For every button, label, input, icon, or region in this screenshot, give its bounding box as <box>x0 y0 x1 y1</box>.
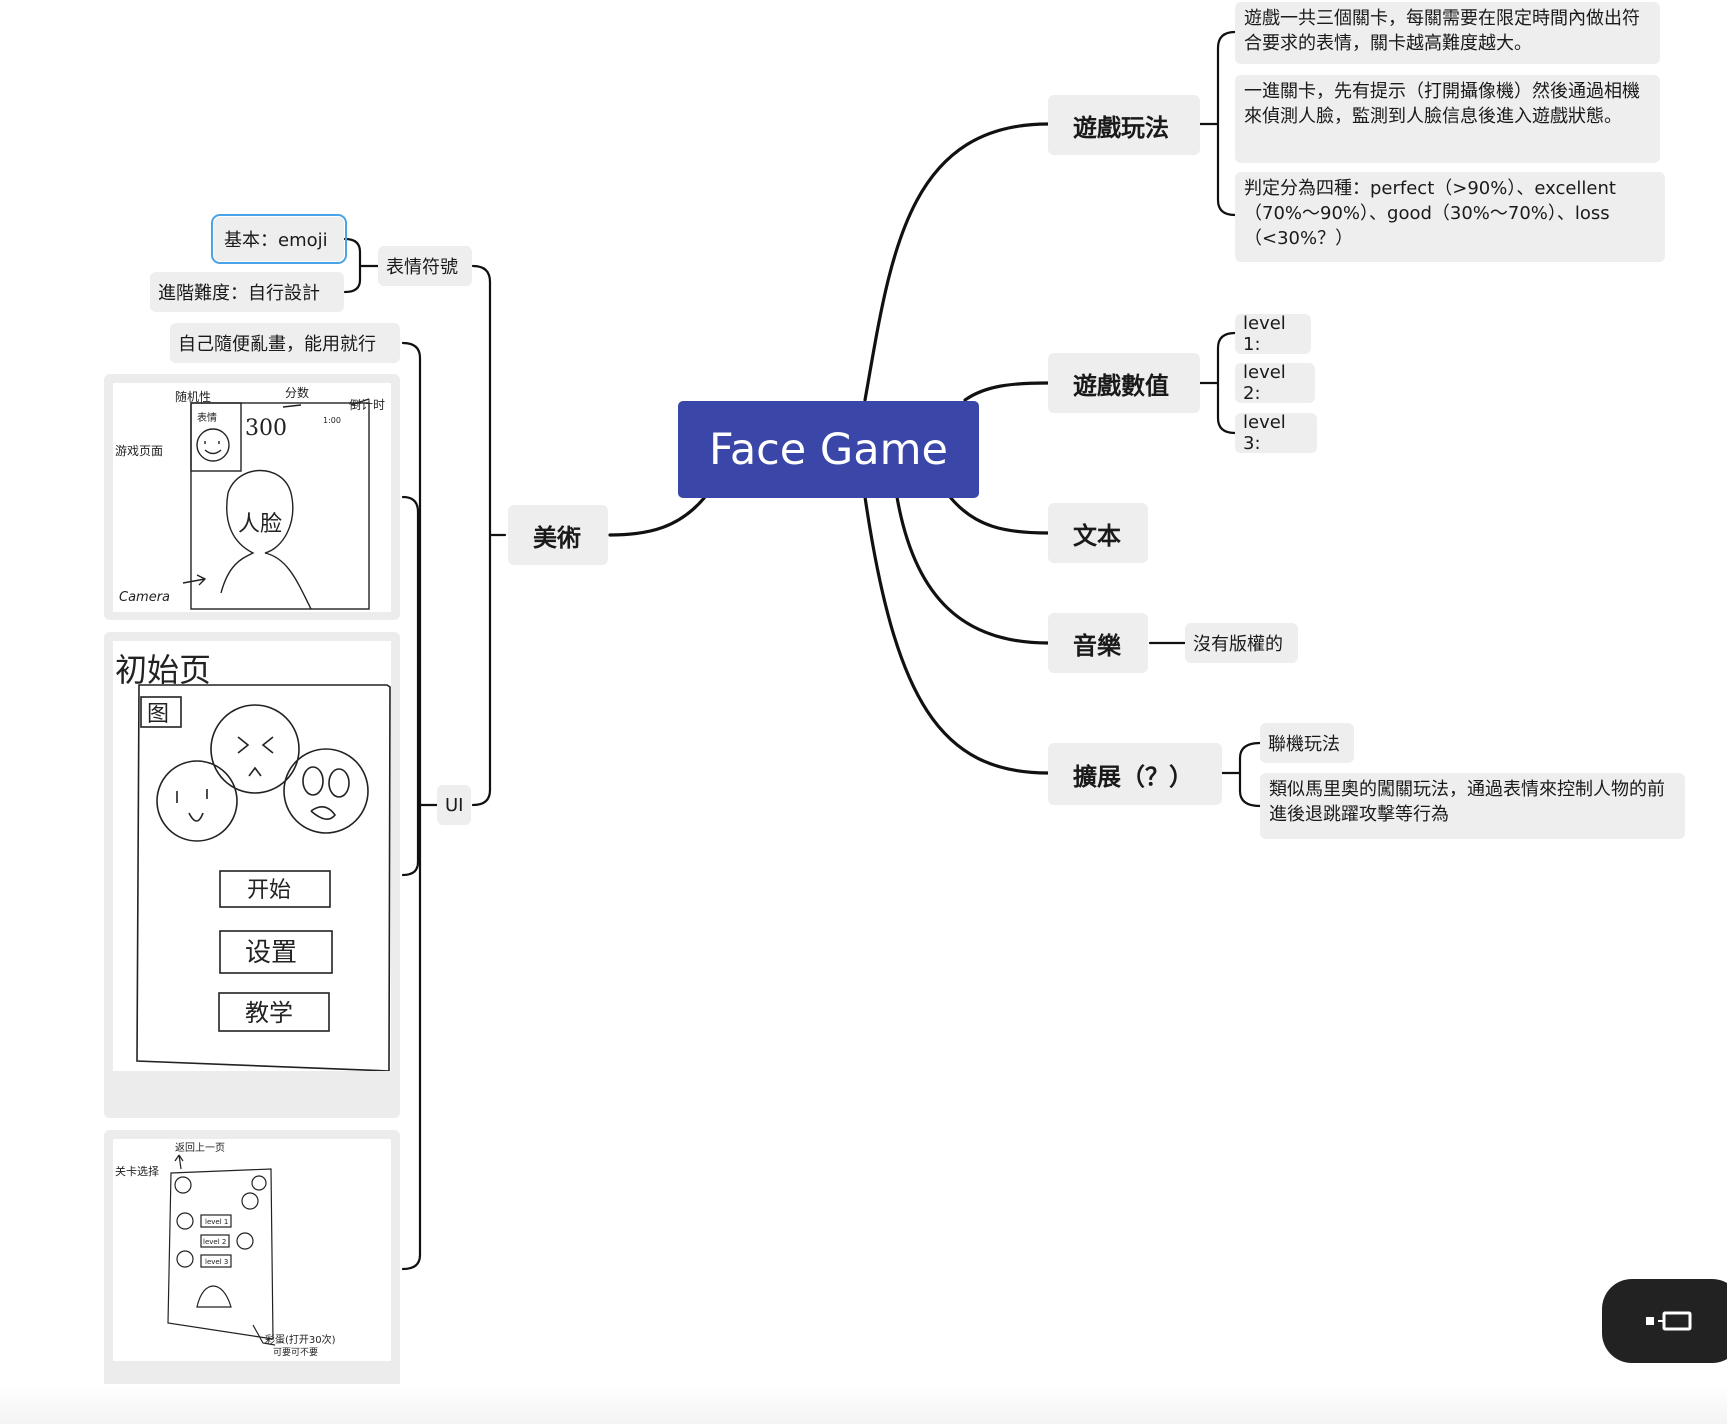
svg-text:随机性: 随机性 <box>175 389 211 404</box>
svg-text:人脸: 人脸 <box>238 512 282 537</box>
brace-ui-images <box>401 495 422 877</box>
level-2-item[interactable]: level 2: <box>1235 362 1315 404</box>
svg-text:分数: 分数 <box>285 385 309 400</box>
svg-text:level 2: level 2 <box>203 1238 226 1246</box>
topic-gameplay[interactable]: 遊戲玩法 <box>1048 95 1200 155</box>
ui-sketch-game-page-card[interactable]: 300 1:00 表情 人脸 游戏页面 随机性 分数 倒计时 Camera <box>104 374 400 620</box>
svg-text:level 1: level 1 <box>205 1218 228 1226</box>
presentation-button[interactable] <box>1602 1279 1727 1363</box>
presentation-icon <box>1646 1311 1692 1331</box>
connector-root-values <box>963 381 1050 402</box>
svg-text:教学: 教学 <box>245 999 293 1027</box>
brace-ui <box>401 341 439 1271</box>
music-note[interactable]: 沒有版權的 <box>1185 623 1298 663</box>
expand-online[interactable]: 聯機玩法 <box>1260 723 1354 763</box>
ui-sketch-start-page-card[interactable]: 初始页 图 开始 设置 教学 <box>104 632 400 1118</box>
ui-note[interactable]: 自己隨便亂畫，能用就行 <box>170 323 400 363</box>
connector-root-art <box>608 495 707 537</box>
sketch1-score: 300 <box>245 416 287 441</box>
brace-emoji <box>343 237 380 294</box>
svg-text:返回上一页: 返回上一页 <box>175 1142 225 1154</box>
start-page-sketch: 初始页 图 开始 设置 教学 <box>113 641 391 1071</box>
svg-text:开始: 开始 <box>247 878 291 903</box>
emoji-basic[interactable]: 基本：emoji <box>211 214 347 264</box>
bottom-fade <box>0 1384 1727 1424</box>
svg-text:关卡选择: 关卡选择 <box>115 1164 159 1178</box>
brace-art <box>471 264 507 807</box>
svg-text:设置: 设置 <box>245 938 297 968</box>
brace-gameplay <box>1198 30 1237 217</box>
brace-expand <box>1220 741 1262 808</box>
svg-text:游戏页面: 游戏页面 <box>115 444 163 458</box>
topic-text[interactable]: 文本 <box>1048 503 1148 563</box>
level-select-sketch: 返回上一页 关卡选择 level 1 level 2 level 3 彩蛋(打开… <box>113 1139 391 1361</box>
ui-topic[interactable]: UI <box>437 785 471 825</box>
topic-music[interactable]: 音樂 <box>1048 613 1148 673</box>
svg-text:表情: 表情 <box>197 411 217 424</box>
connector-root-music <box>895 495 1050 645</box>
ui-sketch-level-select-card[interactable]: 返回上一页 关卡选择 level 1 level 2 level 3 彩蛋(打开… <box>104 1130 400 1407</box>
brace-values <box>1198 331 1237 435</box>
svg-text:可要可不要: 可要可不要 <box>273 1347 318 1358</box>
svg-text:Camera: Camera <box>119 590 170 605</box>
level-3-item[interactable]: level 3: <box>1235 412 1317 454</box>
svg-text:level 3: level 3 <box>205 1258 228 1266</box>
topic-art[interactable]: 美術 <box>508 505 608 565</box>
level-1-item[interactable]: level 1: <box>1235 313 1311 355</box>
connector-root-text <box>948 495 1050 535</box>
connector-root-expand <box>863 495 1050 775</box>
emoji-advanced[interactable]: 進階難度：自行設計 <box>150 272 344 312</box>
topic-values[interactable]: 遊戲數值 <box>1048 353 1200 413</box>
svg-text:1:00: 1:00 <box>323 416 341 425</box>
svg-text:初始页: 初始页 <box>115 651 211 689</box>
connector-root-gameplay <box>863 122 1050 402</box>
expand-mario[interactable]: 類似馬里奧的闖關玩法，通過表情來控制人物的前進後退跳躍攻擊等行為 <box>1260 773 1685 839</box>
svg-text:图: 图 <box>147 702 169 727</box>
game-page-sketch: 300 1:00 表情 人脸 游戏页面 随机性 分数 倒计时 Camera <box>113 383 391 612</box>
svg-text:彩蛋(打开30次): 彩蛋(打开30次) <box>265 1333 336 1346</box>
root-topic[interactable]: Face Game <box>678 401 979 498</box>
topic-expand[interactable]: 擴展（？） <box>1048 743 1222 805</box>
gameplay-note-3[interactable]: 判定分為四種：perfect（>90%）、excellent（70%～90%）、… <box>1235 172 1665 262</box>
svg-text:倒计时: 倒计时 <box>349 398 385 412</box>
gameplay-note-2[interactable]: 一進關卡，先有提示（打開攝像機）然後通過相機來偵測人臉，監測到人臉信息後進入遊戲… <box>1235 75 1660 163</box>
emoji-topic[interactable]: 表情符號 <box>378 246 472 286</box>
gameplay-note-1[interactable]: 遊戲一共三個關卡，每關需要在限定時間內做出符合要求的表情，關卡越高難度越大。 <box>1235 2 1660 64</box>
